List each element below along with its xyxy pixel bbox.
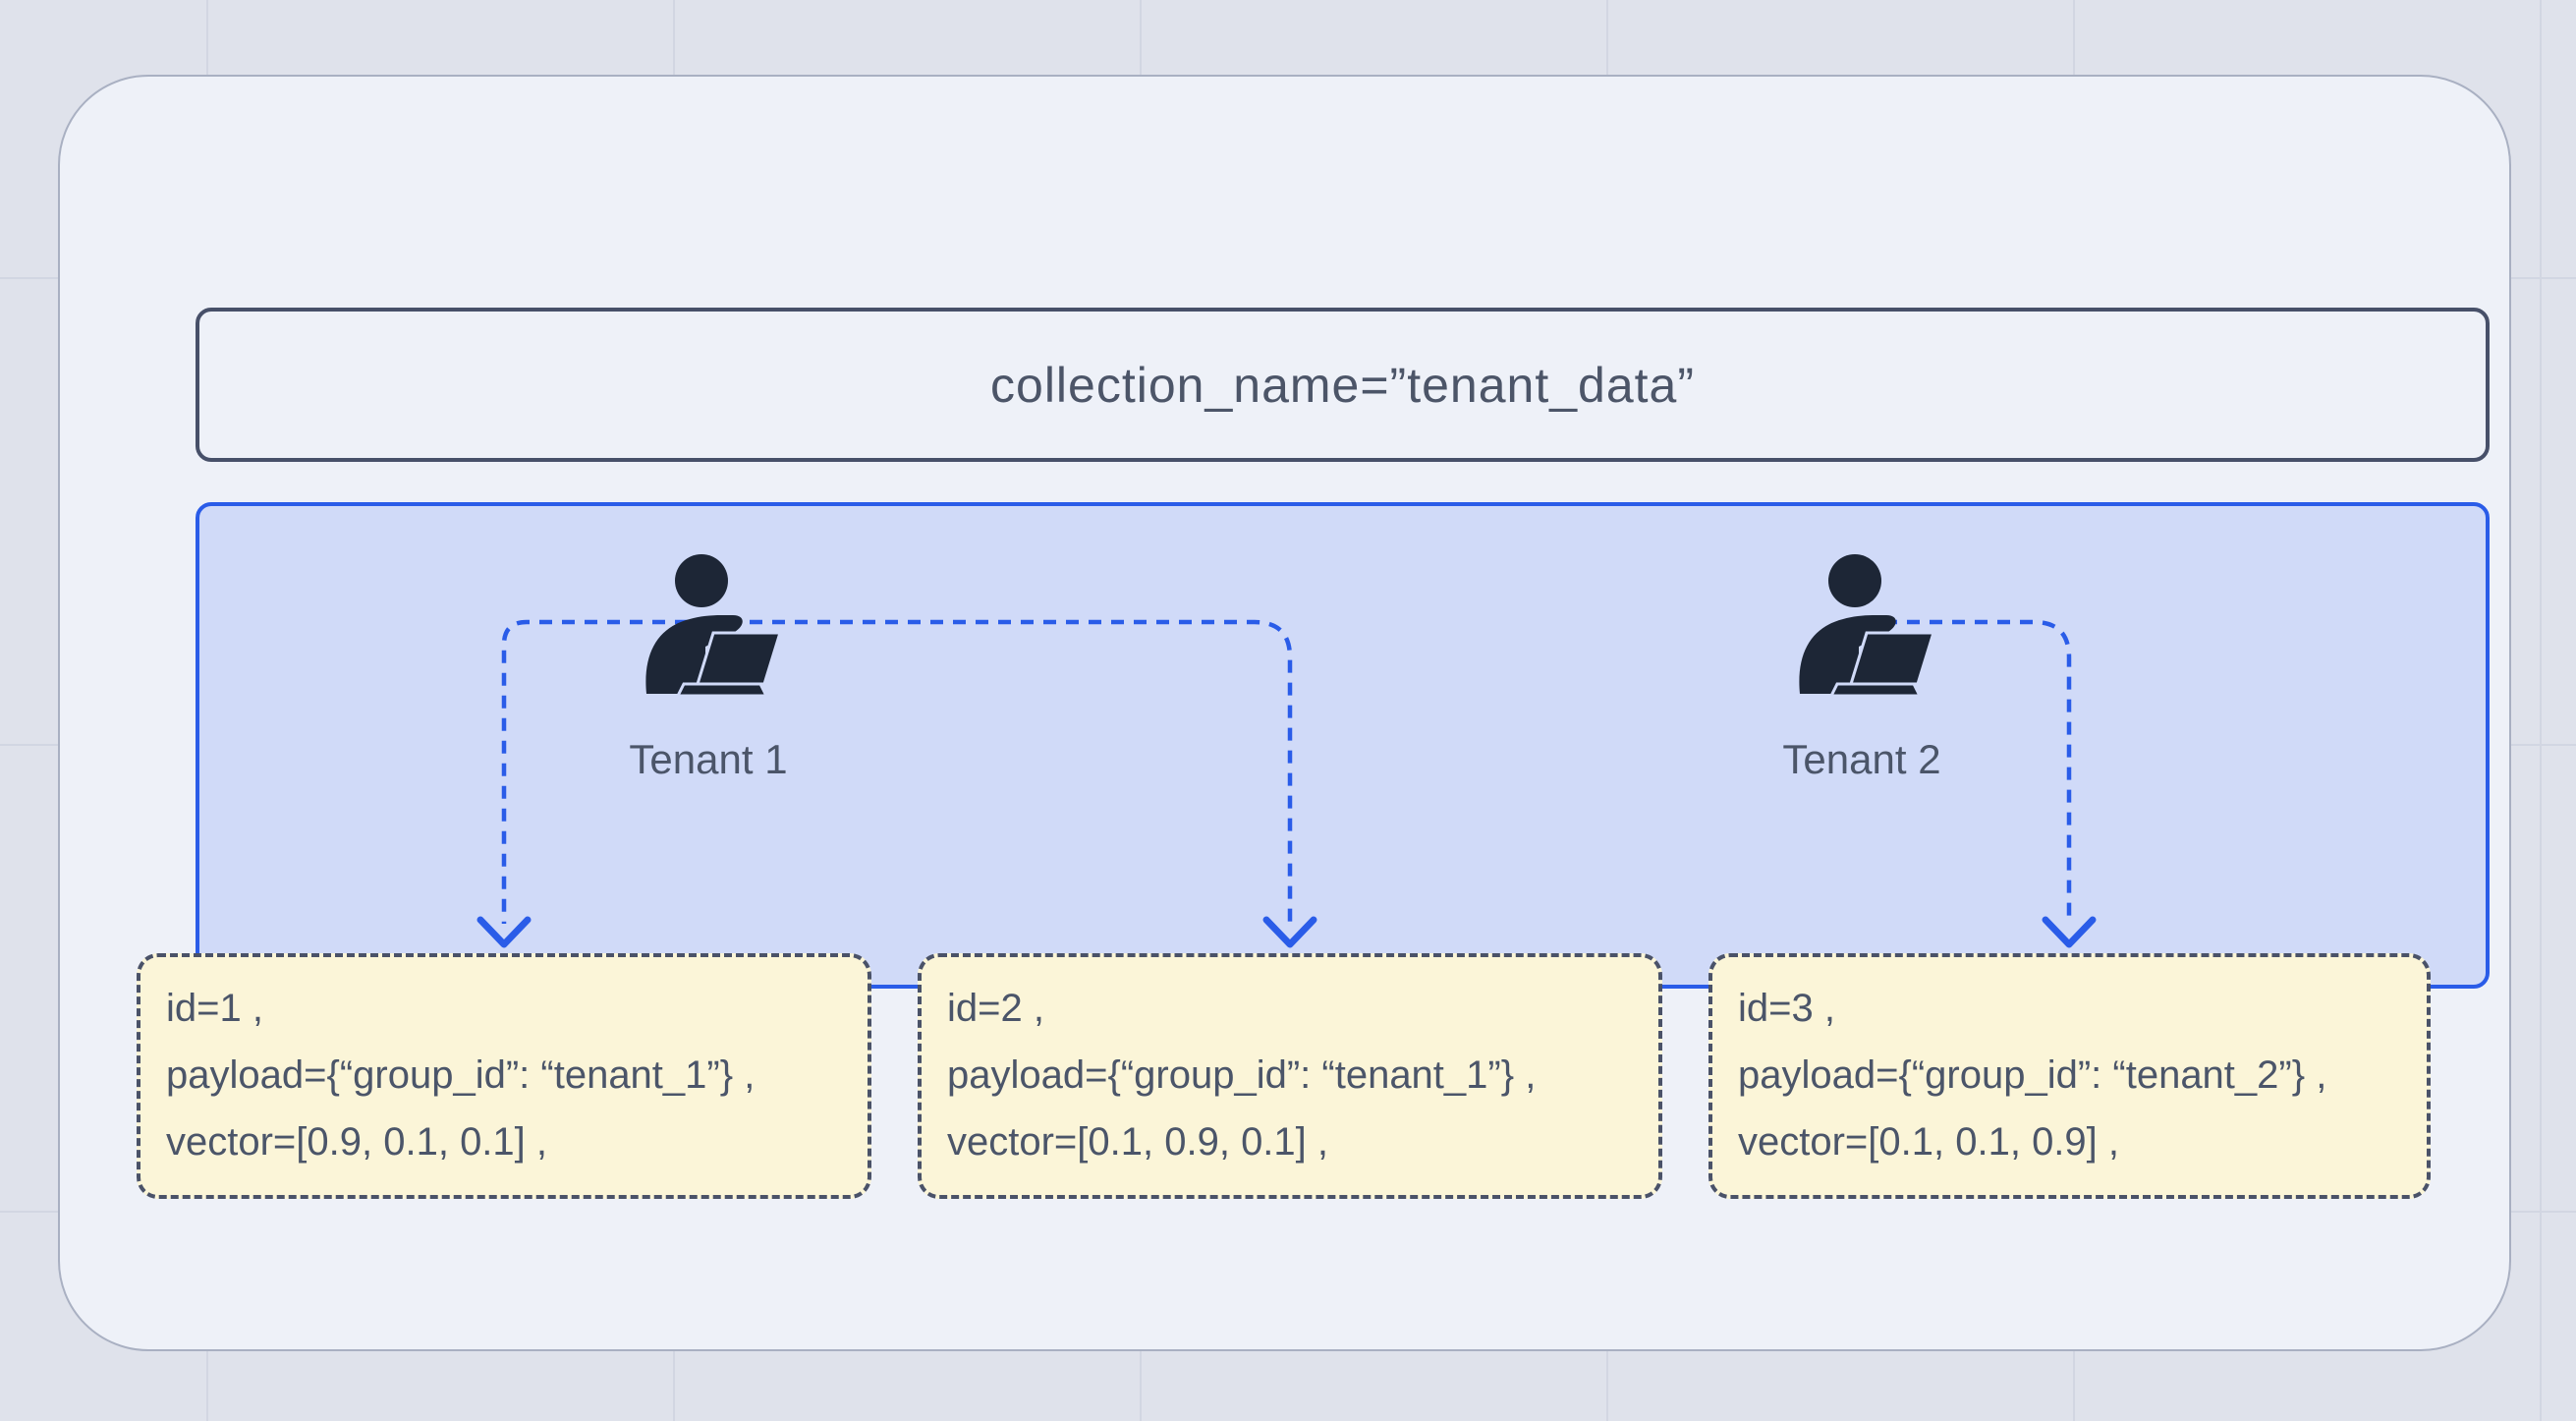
tenant-2: Tenant 2 [1714,548,2009,783]
tenants-panel [196,502,2490,989]
point-record-1: id=1 , payload={“group_id”: “tenant_1”} … [137,953,871,1199]
collection-name-box: collection_name=”tenant_data” [196,308,2490,462]
person-laptop-icon [635,548,782,696]
tenant-1: Tenant 1 [561,548,856,783]
point-2-vector: vector=[0.1, 0.9, 0.1] , [947,1120,1329,1164]
point-3-payload: payload={“group_id”: “tenant_2”} , [1738,1053,2327,1097]
point-1-vector: vector=[0.9, 0.1, 0.1] , [166,1120,548,1164]
tenant-1-label: Tenant 1 [629,736,788,782]
point-2-payload: payload={“group_id”: “tenant_1”} , [947,1053,1537,1097]
collection-name-label: collection_name=”tenant_data” [990,357,1695,413]
point-record-2: id=2 , payload={“group_id”: “tenant_1”} … [918,953,1662,1199]
tenant-2-label: Tenant 2 [1782,736,1941,782]
point-3-vector: vector=[0.1, 0.1, 0.9] , [1738,1120,2120,1164]
point-1-id: id=1 , [166,987,263,1030]
point-2-id: id=2 , [947,987,1044,1030]
point-record-3: id=3 , payload={“group_id”: “tenant_2”} … [1708,953,2431,1199]
point-3-id: id=3 , [1738,987,1835,1030]
point-1-payload: payload={“group_id”: “tenant_1”} , [166,1053,756,1097]
person-laptop-icon [1788,548,1935,696]
